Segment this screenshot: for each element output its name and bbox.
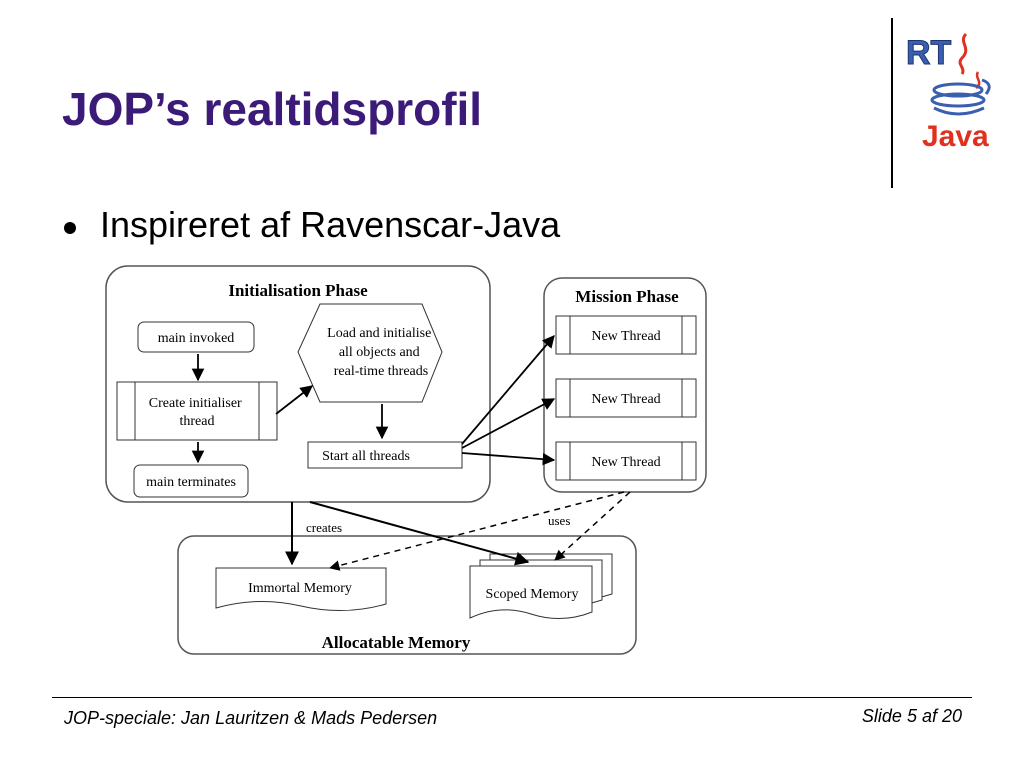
scoped-memory-stack: Scoped Memory	[469, 553, 613, 619]
uses-label: uses	[548, 513, 570, 528]
new-thread-box-2: New Thread	[555, 378, 697, 418]
scoped-memory-label: Scoped Memory	[486, 587, 579, 602]
bullet-dot-icon	[64, 222, 76, 234]
immortal-memory-label: Immortal Memory	[248, 581, 352, 596]
slide-title: JOP’s realtidsprofil	[62, 83, 483, 135]
immortal-memory-box	[215, 567, 387, 611]
create-initialiser-line2: thread	[180, 414, 215, 429]
header-divider	[891, 18, 893, 188]
slide-number: Slide 5 af 20	[861, 706, 962, 726]
main-invoked-box	[137, 321, 255, 353]
new-thread-label-1: New Thread	[591, 329, 660, 344]
footer-divider	[52, 697, 972, 698]
create-initialiser-line1: Create initialiser	[149, 396, 242, 411]
mission-phase-title: Mission Phase	[575, 287, 679, 306]
main-invoked-label: main invoked	[158, 331, 235, 346]
start-all-threads-label: Start all threads	[322, 449, 410, 464]
new-thread-label-2: New Thread	[591, 392, 660, 407]
load-initialise-hexagon	[297, 303, 443, 403]
load-line1: Load and initialise	[327, 326, 431, 341]
start-all-threads-box	[307, 441, 463, 469]
rtsj-java-logo-icon: RT Java	[906, 32, 991, 153]
allocatable-memory-title: Allocatable Memory	[322, 633, 471, 652]
creates-label: creates	[306, 520, 342, 535]
logo-rt-text: RT	[906, 34, 952, 72]
bullet-item: Inspireret af Ravenscar-Java	[100, 204, 561, 245]
main-terminates-label: main terminates	[146, 475, 236, 490]
scoped-memory-box	[469, 565, 593, 619]
logo-steam	[958, 32, 968, 75]
new-thread-box-1: New Thread	[555, 315, 697, 355]
main-terminates-box	[133, 464, 249, 498]
new-thread-label-3: New Thread	[591, 455, 660, 470]
create-initialiser-box	[116, 381, 278, 441]
footer-authors: JOP-speciale: Jan Lauritzen & Mads Peder…	[64, 708, 438, 728]
svg-text:Load and initialise all ob: Load and initialise all objects and real…	[327, 326, 435, 379]
new-thread-box-3: New Thread	[555, 441, 697, 481]
ravenscar-phase-diagram: Initialisation Phase main invoked Create…	[105, 265, 707, 655]
load-line3: real-time threads	[334, 364, 428, 379]
load-line2: all objects and	[339, 345, 420, 360]
svg-text:Create initialiser thread: Create initialiser thread	[149, 396, 245, 429]
logo-java-text: Java	[922, 120, 989, 153]
initialisation-phase-title: Initialisation Phase	[228, 281, 368, 300]
